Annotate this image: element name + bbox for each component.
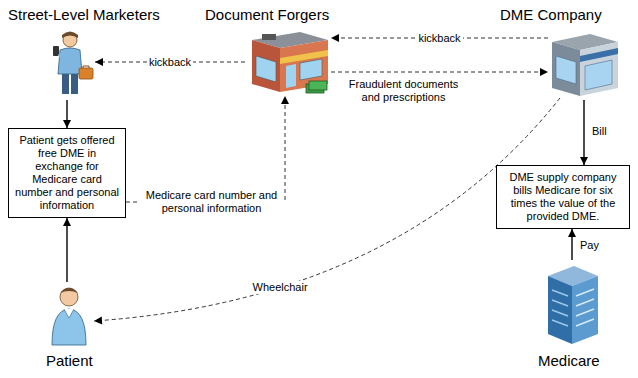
actor-heading: Medicare (538, 352, 600, 370)
edge-label: Fraudulent documents and prescriptions (339, 78, 468, 104)
actor-heading: Document Forgers (205, 6, 329, 24)
edge-label: kickback (147, 56, 193, 69)
marketer-node: Street-Level Marketers (45, 30, 95, 98)
edge-label: Pay (578, 239, 601, 252)
flow-connector (63, 218, 71, 282)
flow-connector (63, 100, 71, 128)
patient-icon (52, 288, 86, 345)
connector-line (94, 98, 560, 321)
edge-label: kickback (416, 32, 462, 45)
forger-node: Document Forgers (245, 28, 331, 96)
arrowhead (95, 58, 103, 66)
actor-heading: Patient (46, 352, 93, 370)
edge-label: Wheelchair (251, 281, 310, 294)
edge-label: Bill (590, 125, 609, 138)
flow-connector (568, 229, 576, 260)
arrowhead (331, 34, 339, 42)
forger-building-icon (252, 32, 328, 93)
flow-connector (580, 100, 588, 165)
actor-heading: DME Company (500, 6, 602, 24)
medicare-building-icon (548, 266, 598, 344)
connector-line (126, 96, 285, 202)
connector-line (331, 72, 548, 73)
patient-node: Patient (48, 284, 90, 346)
arrowhead (580, 157, 588, 165)
flow-connector (331, 68, 548, 76)
arrowhead (568, 229, 576, 237)
connector-line (583, 100, 584, 165)
dme-company-node: DME Company (548, 30, 620, 98)
box-text: Patient gets offered free DME in exchang… (15, 134, 119, 212)
box-text: DME supply company bills Medicare for si… (503, 171, 623, 223)
arrowhead (94, 316, 102, 324)
actor-heading: Street-Level Marketers (8, 6, 160, 24)
arrowhead (281, 96, 289, 104)
flow-connector (94, 98, 560, 324)
dme-building-icon (552, 34, 618, 96)
arrowhead (63, 218, 71, 226)
flow-connector (126, 96, 289, 202)
arrowhead (540, 68, 548, 76)
process-box: Patient gets offered free DME in exchang… (8, 128, 126, 218)
process-box: DME supply company bills Medicare for si… (496, 165, 630, 229)
medicare-node: Medicare (542, 262, 602, 346)
connector-line (66, 218, 67, 282)
edge-label: Medicare card number and personal inform… (140, 189, 284, 215)
arrowhead (63, 120, 71, 128)
marketer-icon (53, 32, 93, 95)
